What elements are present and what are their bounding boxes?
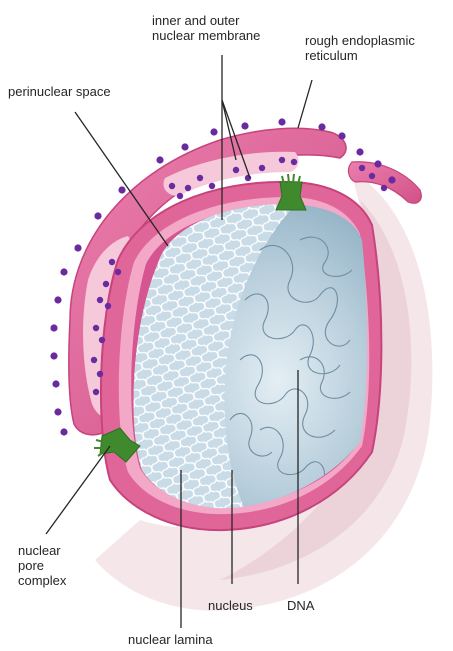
label-nuclear-pore-complex: nuclear pore complex [18,543,66,588]
label-nucleus: nucleus [208,598,253,613]
label-perinuclear-space: perinuclear space [8,84,111,99]
label-rough-er: rough endoplasmic reticulum [305,33,415,63]
label-dna: DNA [287,598,314,613]
label-nuclear-lamina: nuclear lamina [128,632,213,647]
label-membrane: inner and outer nuclear membrane [152,13,260,43]
